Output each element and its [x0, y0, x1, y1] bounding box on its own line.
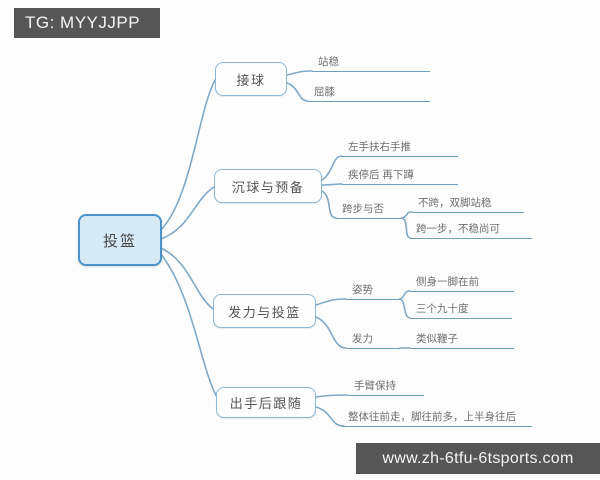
leaf-side-foot-front: 侧身一脚在前: [410, 274, 514, 292]
leaf-no-step-stand-firm: 不跨，双脚站稳: [412, 195, 524, 213]
node-catch-ball: 接球: [215, 62, 287, 96]
leaf-hand-position: 左手扶右手推: [342, 139, 458, 157]
node-sink-and-prepare: 沉球与预备: [214, 169, 322, 203]
leaf-stop-then-squat: 疾停后 再下蹲: [342, 167, 458, 185]
node-follow-through: 出手后跟随: [216, 387, 316, 418]
leaf-power: 发力: [346, 331, 400, 349]
leaf-posture: 姿势: [346, 282, 400, 300]
leaf-step-or-not: 跨步与否: [336, 201, 402, 219]
leaf-one-step-ok: 跨一步，不稳尚可: [410, 221, 532, 239]
leaf-body-forward-upper-back: 整体往前走，脚往前多，上半身往后: [342, 409, 532, 427]
leaf-stand-firm: 站稳: [312, 54, 430, 72]
node-shooting: 投篮: [78, 214, 162, 266]
tg-badge: TG: MYYJJPP: [14, 8, 160, 38]
watermark-bar: www.zh-6tfu-6tsports.com: [356, 443, 600, 474]
node-power-and-shoot: 发力与投篮: [213, 294, 316, 328]
leaf-three-ninety-degrees: 三个九十度: [410, 301, 512, 319]
leaf-like-a-whip: 类似鞭子: [410, 331, 514, 349]
leaf-bend-knees: 屈膝: [308, 84, 430, 102]
leaf-arm-hold: 手臂保持: [348, 378, 424, 396]
